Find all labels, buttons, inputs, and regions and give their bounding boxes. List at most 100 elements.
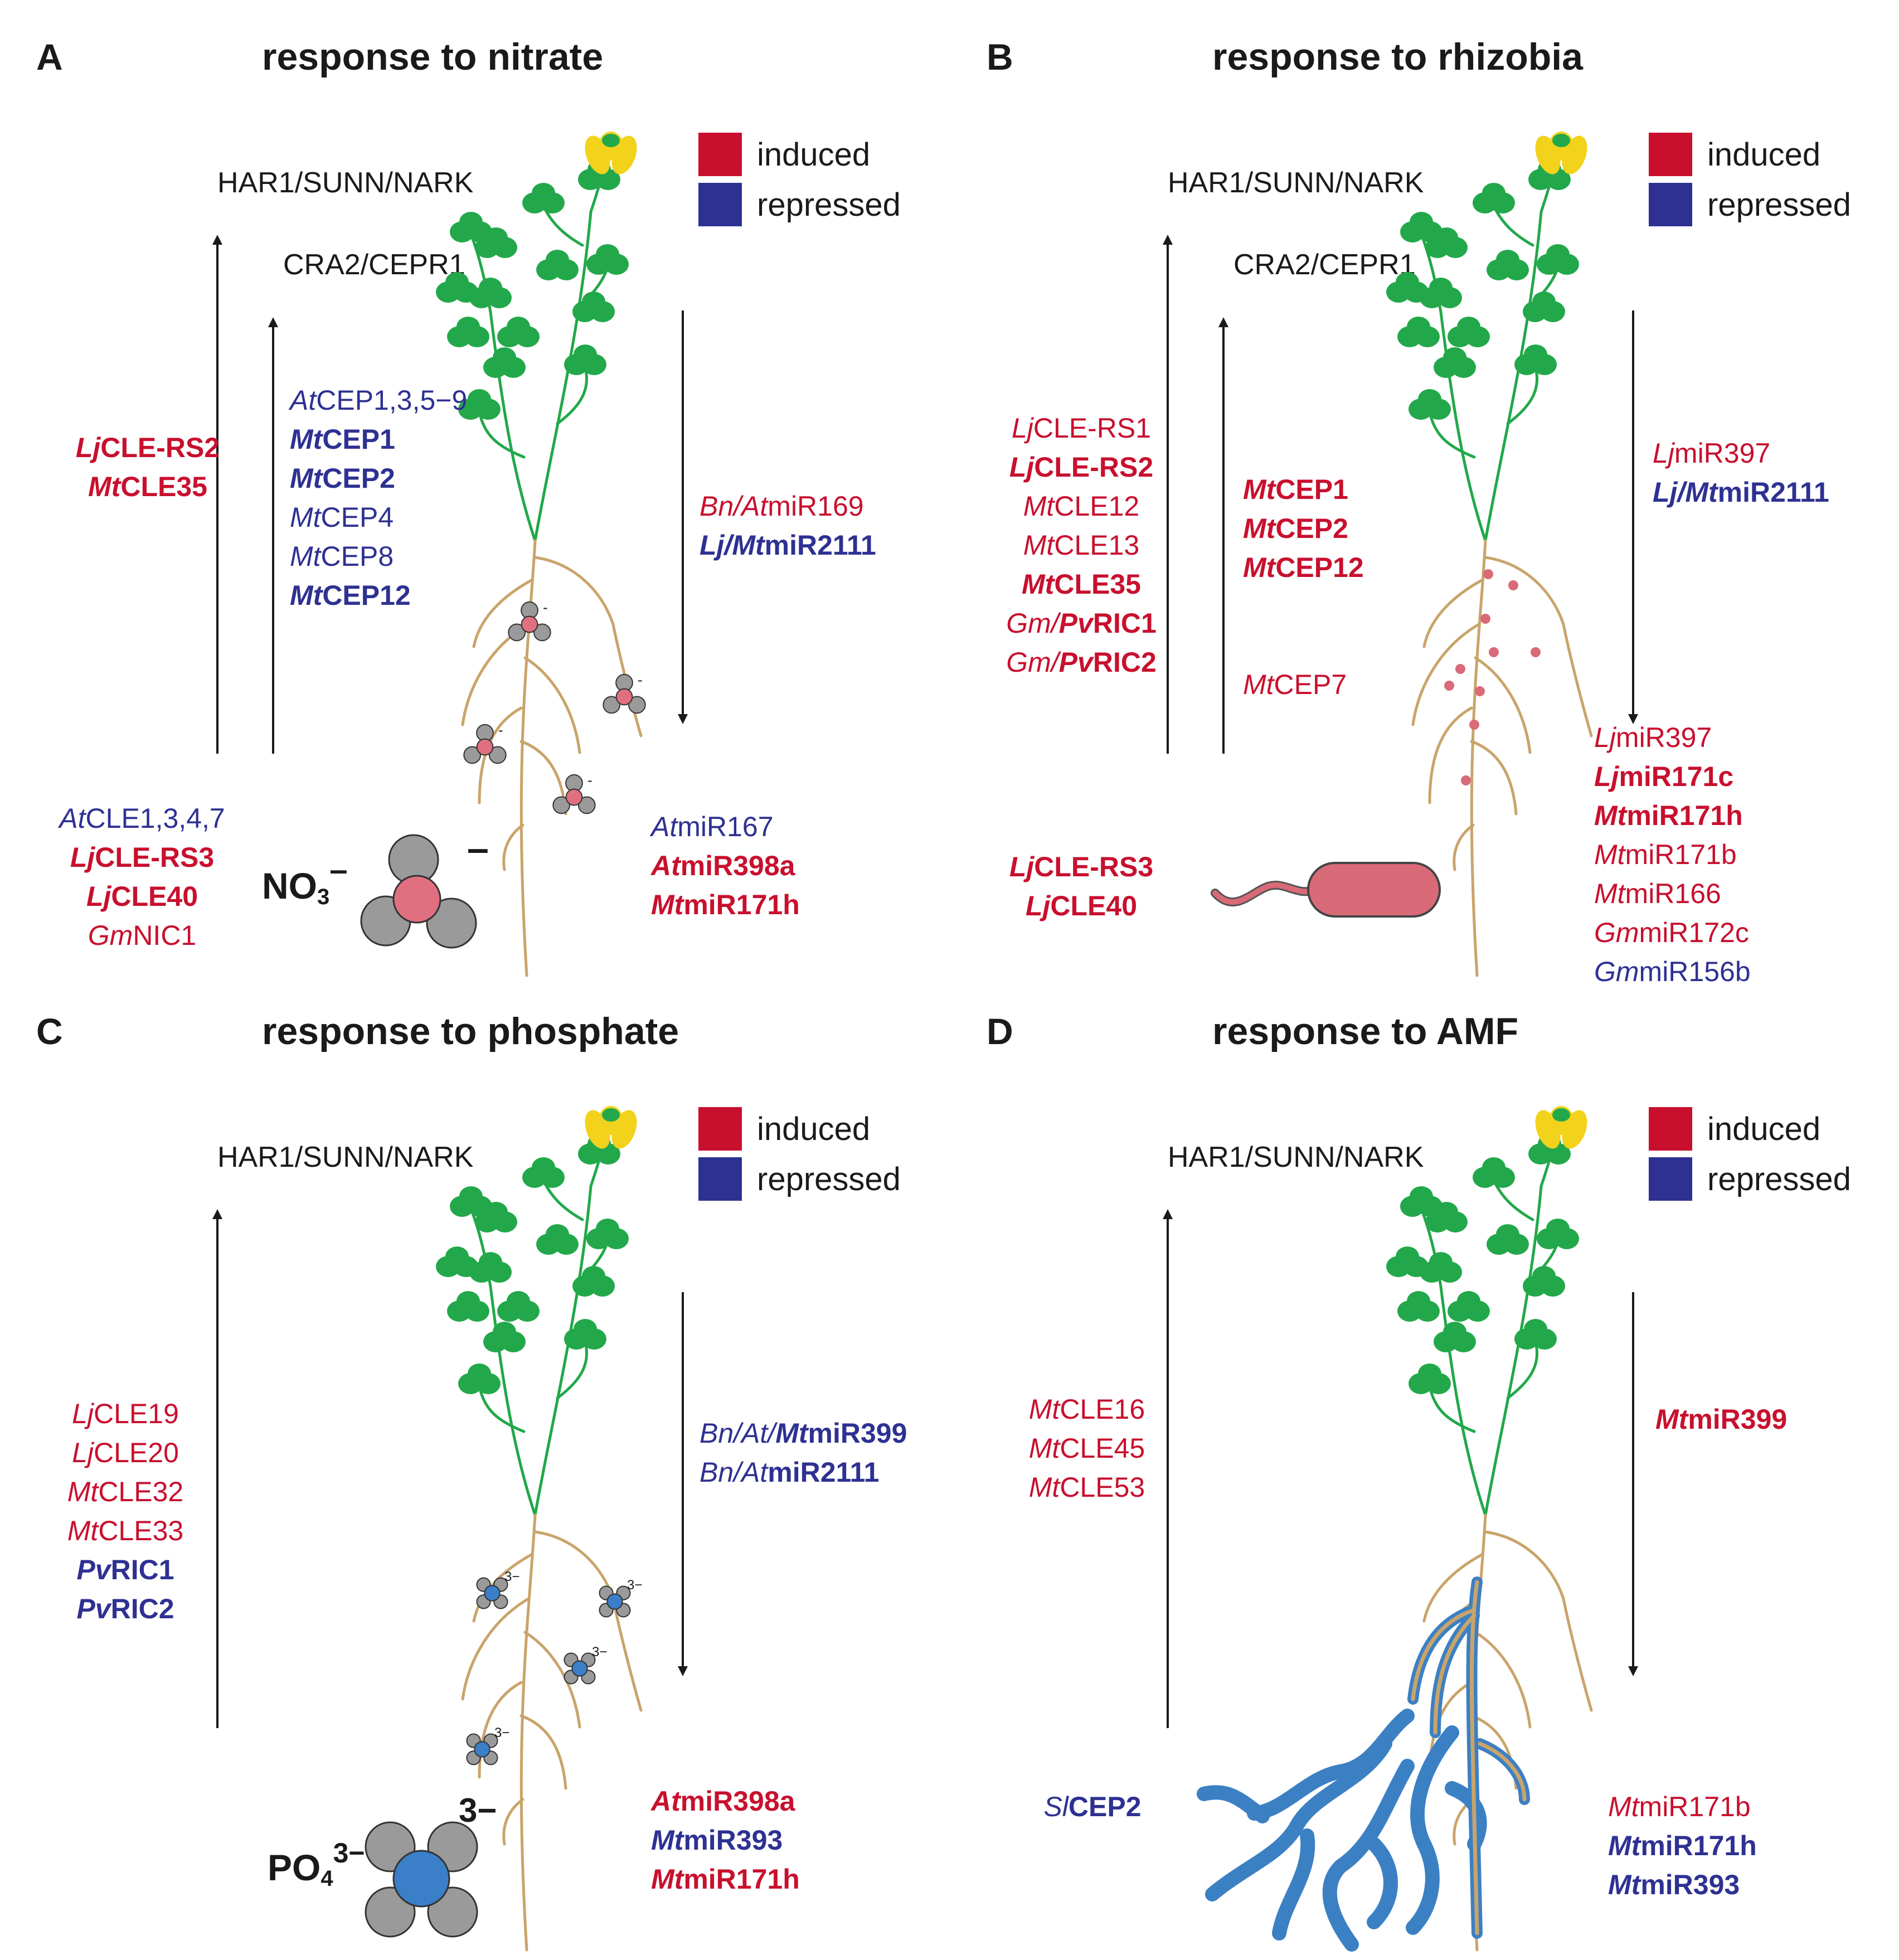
- leaf: [475, 1202, 517, 1233]
- gene-name-part: Mt: [88, 471, 122, 502]
- mirna-label: MtmiR171b: [1608, 1791, 1751, 1822]
- gene-name-part: At: [57, 803, 86, 834]
- gene-name-part: Sl: [1043, 1791, 1069, 1822]
- leaf: [1397, 1291, 1440, 1322]
- hypha: [1289, 1736, 1392, 1835]
- gene-label: MtCLE35: [88, 471, 207, 502]
- root: [502, 823, 524, 871]
- leaf: [522, 183, 565, 214]
- small-molecule-icon: -: [603, 671, 646, 714]
- leaf: [469, 1252, 512, 1283]
- gene-name-part: Mt: [1243, 474, 1277, 505]
- gene-label: LjCLE-RS3: [70, 842, 214, 873]
- small-molecule-icon: 3−: [476, 1569, 519, 1609]
- leaf: [447, 1291, 489, 1322]
- gene-name-part: Gm: [1594, 917, 1639, 948]
- gene-label: LjCLE-RS2: [1009, 452, 1153, 483]
- gene-name-part: Mt: [290, 463, 324, 494]
- plant-icon: [436, 1106, 643, 1952]
- gene-label: LjCLE-RS2: [76, 432, 220, 463]
- gene-name-part: miR171h: [1626, 800, 1742, 831]
- gene-label: LjCLE-RS3: [1009, 851, 1153, 882]
- leaf: [572, 1266, 615, 1297]
- gene-name-part: miR171c: [1619, 761, 1733, 792]
- hypha: [1197, 1785, 1270, 1823]
- ion-formula-sup: 3−: [333, 1837, 365, 1869]
- gene-name-part: miR2111: [1718, 477, 1829, 508]
- gene-name-part: miR171b: [1639, 1791, 1751, 1822]
- hypha: [1410, 1725, 1459, 1851]
- gene-label: LjCLE40: [1026, 890, 1137, 921]
- mirna-label: Lj/MtmiR2111: [700, 530, 876, 561]
- root: [519, 539, 537, 977]
- leaf: [1514, 1319, 1557, 1350]
- small-molecule-icon: 3−: [466, 1725, 509, 1765]
- panel-title: response to AMF: [1212, 1010, 1518, 1052]
- root: [1470, 539, 1487, 977]
- gene-name-part: Bn/At: [700, 491, 769, 522]
- panel-title: response to phosphate: [262, 1010, 679, 1052]
- gene-name-part: CEP1: [322, 424, 395, 455]
- gene-name-part: Mt: [1029, 1472, 1061, 1503]
- ion-formula: NO3–: [262, 852, 348, 909]
- nodule: [1475, 686, 1485, 696]
- gene-name-part: RIC2: [1093, 647, 1157, 678]
- receptor-label: HAR1/SUNN/NARK: [1168, 167, 1424, 199]
- gene-name-part: miR397: [1616, 722, 1712, 753]
- mirna-label: MtmiR399: [1655, 1404, 1787, 1435]
- gene-name-part: Mt: [651, 1864, 685, 1895]
- legend-repressed-label: repressed: [1707, 1161, 1851, 1197]
- small-molecule-icon: 3−: [599, 1578, 642, 1618]
- mirna-label: Bn/AtmiR169: [700, 491, 864, 522]
- gene-name-part: Mt: [1594, 878, 1626, 909]
- gene-name-part: Mt: [651, 1825, 685, 1856]
- mirna-label: LjmiR171c: [1594, 761, 1733, 792]
- gene-name-part: miR398a: [681, 850, 796, 881]
- gene-label: MtCLE35: [1022, 569, 1141, 600]
- gene-name-part: Mt: [1022, 569, 1056, 600]
- leaf: [1434, 347, 1476, 378]
- gene-name-part: Mt: [290, 424, 324, 455]
- colonised-root-core: [1411, 1608, 1477, 1701]
- receptor-label: HAR1/SUNN/NARK: [217, 1141, 474, 1173]
- root: [502, 1798, 524, 1846]
- leaf: [1448, 1291, 1490, 1322]
- gene-label: LjCLE19: [72, 1398, 179, 1429]
- ion-charge: -: [638, 671, 643, 688]
- gene-name-part: RIC1: [111, 1554, 174, 1585]
- gene-name-part: Mt: [1023, 530, 1056, 561]
- gene-name-part: miR156b: [1639, 956, 1751, 987]
- mirna-label: LjmiR397: [1653, 438, 1770, 469]
- leaf: [1473, 1157, 1515, 1188]
- mirna-label: MtmiR171b: [1594, 839, 1737, 870]
- root: [1422, 578, 1484, 648]
- induced-swatch: [698, 133, 742, 176]
- gene-name-part: RIC1: [1093, 608, 1157, 639]
- leaf: [458, 1364, 501, 1394]
- legend-induced-label: induced: [1707, 137, 1820, 173]
- gene-name-part: miR172c: [1639, 917, 1749, 948]
- gene-name-part: Mt: [1023, 491, 1056, 522]
- gene-name-part: Mt: [1608, 1791, 1640, 1822]
- ion-charge: -: [498, 721, 503, 738]
- roots: [1411, 539, 1593, 977]
- gene-name-part: CEP2: [1069, 1791, 1142, 1822]
- induced-swatch: [1649, 133, 1692, 176]
- root: [519, 1513, 537, 1952]
- gene-name-part: Lj: [1594, 722, 1617, 753]
- flower: [585, 132, 637, 174]
- leaf: [1537, 244, 1579, 275]
- gene-name-part: Lj: [86, 881, 112, 912]
- leaf: [536, 250, 579, 280]
- gene-name-part: CLE16: [1060, 1394, 1145, 1425]
- gene-label: MtCLE13: [1023, 530, 1139, 561]
- hypha: [1367, 1837, 1398, 1929]
- gene-name-part: Mt: [290, 541, 322, 572]
- leaf: [1420, 278, 1462, 308]
- root: [1484, 556, 1593, 738]
- root: [523, 656, 581, 754]
- gene-name-part: CLE-RS3: [1034, 851, 1153, 882]
- gene-label: MtCEP2: [290, 463, 395, 494]
- leaf: [586, 1219, 629, 1249]
- gene-label: MtCEP12: [1243, 552, 1364, 583]
